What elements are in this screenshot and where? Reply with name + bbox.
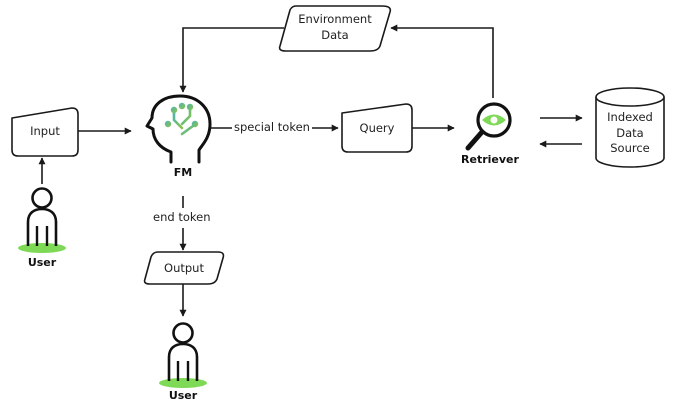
query-label: Query [359, 121, 395, 135]
indexed-line-2: Data [616, 125, 644, 140]
edge-retriever-environment [390, 24, 494, 98]
indexed-data-source-label: Indexed Data Source [596, 110, 664, 157]
retriever-label: Retriever [461, 153, 519, 166]
output-label: Output [164, 261, 204, 275]
environment-data-line-1: Environment [298, 12, 372, 26]
environment-data-label: Environment Data [284, 12, 386, 43]
database-icon [595, 87, 665, 168]
edge-environment-fm [179, 27, 284, 93]
environment-data-node [278, 5, 392, 52]
end-token-label: end token [151, 210, 213, 226]
query-node [341, 103, 413, 153]
person-icon [18, 187, 66, 253]
environment-data-line-2: Data [321, 27, 349, 42]
special-token-label: special token [232, 120, 312, 136]
head-with-circuit-icon [145, 94, 212, 164]
user-label-top: User [27, 256, 57, 269]
indexed-line-3: Source [610, 141, 650, 156]
person-icon [159, 322, 207, 388]
input-label: Input [30, 124, 60, 138]
output-node [143, 251, 225, 285]
magnifier-eye-icon [465, 102, 512, 151]
indexed-line-1: Indexed [607, 110, 653, 124]
input-node [11, 107, 79, 157]
user-label-bottom: User [168, 389, 198, 402]
fm-label: FM [173, 166, 193, 179]
